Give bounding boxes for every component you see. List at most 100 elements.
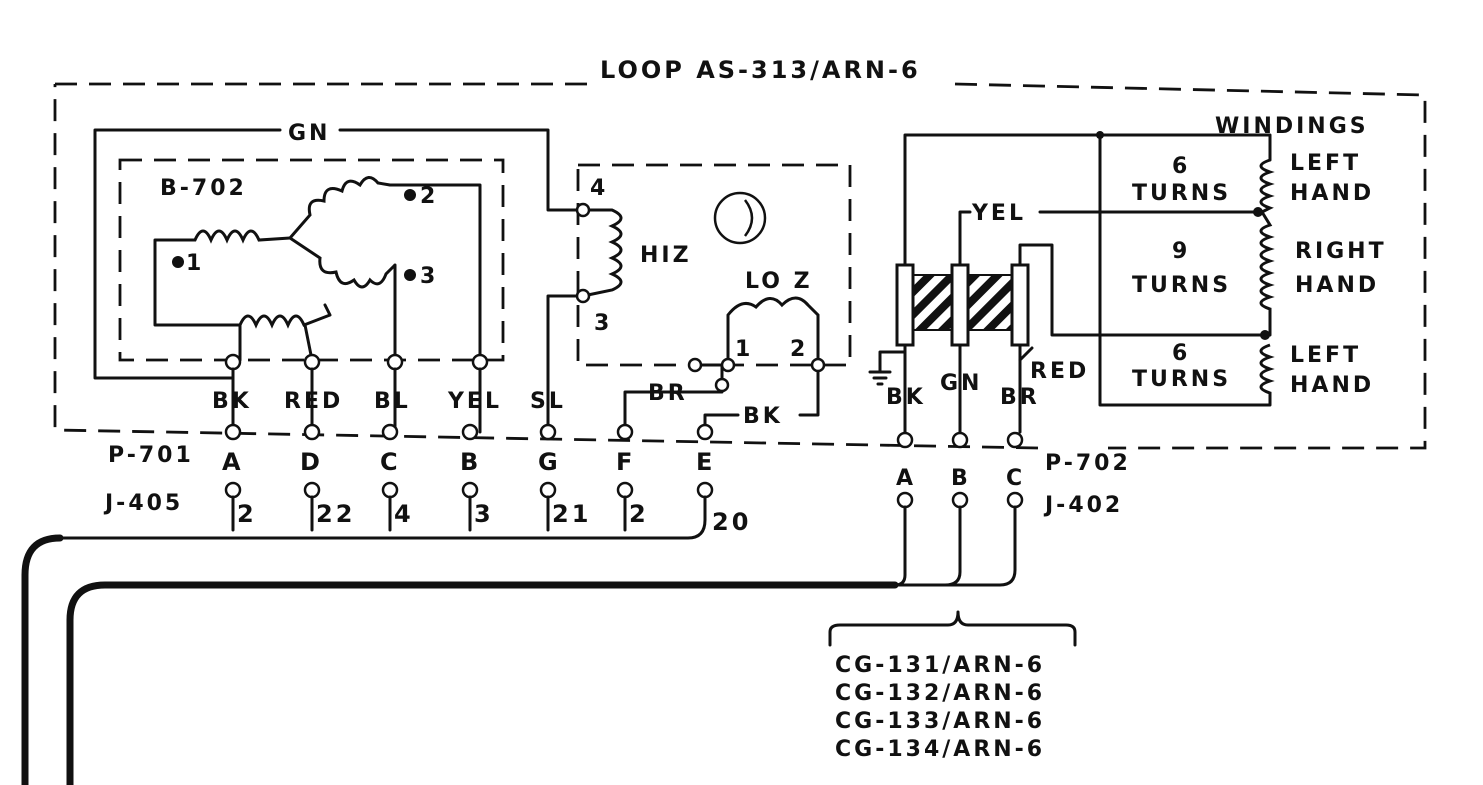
p701-pin-d: D [300, 448, 323, 476]
cable-brace [828, 610, 1077, 647]
winding-coil-top [1259, 158, 1275, 214]
j402-connector [896, 491, 1024, 509]
p701-color-yel: YEL [447, 389, 502, 414]
j405-label: J-405 [103, 491, 183, 516]
p702-pin-circle [951, 431, 969, 449]
wire-bk-label: BK [743, 404, 783, 429]
hiz-pin-4: 4 [590, 176, 608, 201]
winding-frame [903, 133, 1272, 407]
loop-title: LOOP AS-313/ARN-6 [600, 56, 921, 84]
cable-left-outer [21, 534, 64, 785]
slip-ring-bar-1 [895, 263, 915, 347]
loz-label: LO Z [745, 269, 813, 294]
j405-pin-circle [381, 481, 399, 499]
winding-junction-yel [1253, 207, 1263, 217]
loop-enclosure-border [53, 82, 1427, 450]
winding-bot-hand-2: HAND [1290, 373, 1374, 398]
winding-top-unit: TURNS [1132, 181, 1231, 206]
pin-loz-2 [810, 357, 826, 373]
j405-pin-circle [461, 481, 479, 499]
pin-loz-a [687, 357, 703, 373]
p701-pin-circle [616, 423, 634, 441]
j402-label: J-402 [1043, 493, 1123, 518]
cable-item-3: CG-133/ARN-6 [835, 709, 1045, 734]
transformer-symbol [713, 191, 767, 245]
p702-connector [896, 431, 1024, 449]
j405-num-2: 22 [316, 500, 355, 528]
p701-pin-e: E [696, 448, 715, 476]
p702-color-gn: GN [940, 371, 982, 396]
pin-gonio-yel [471, 353, 489, 371]
wire-yel-label: YEL [971, 201, 1026, 226]
j402-pin-circle [1006, 491, 1024, 509]
p701-pin-circle [539, 423, 557, 441]
p701-connector [224, 423, 714, 441]
winding-top-hand-1: LEFT [1290, 151, 1361, 176]
pin-gonio-bl [386, 353, 404, 371]
j405-pin-circle [616, 481, 634, 499]
winding-mid-hand-1: RIGHT [1295, 239, 1387, 264]
p702-pin-circle [1006, 431, 1024, 449]
winding-top-turns: 6 [1172, 154, 1190, 179]
p701-label: P-701 [108, 443, 194, 468]
p702-label: P-702 [1045, 451, 1131, 476]
j405-num-4: 3 [474, 500, 494, 528]
brush-leads [868, 343, 1034, 434]
p702-pin-b: B [951, 466, 971, 491]
phase-3-label: 3 [420, 264, 438, 289]
j402-harness [893, 505, 1017, 587]
p702-color-br: BR [1000, 385, 1040, 410]
wire-red-label: RED [1030, 359, 1089, 384]
p701-pin-g: G [538, 448, 561, 476]
j405-pin-circle [539, 481, 557, 499]
p702-color-bk: BK [886, 385, 926, 410]
p701-color-red: RED [284, 389, 343, 414]
slip-ring-bar-2 [950, 263, 970, 347]
j402-pin-circle [896, 491, 914, 509]
cable-item-4: CG-134/ARN-6 [835, 737, 1045, 762]
p701-pin-f: F [616, 448, 635, 476]
j405-pin-circle [224, 481, 242, 499]
cable-item-1: CG-131/ARN-6 [835, 653, 1045, 678]
hiz-label: HIZ [640, 243, 692, 268]
j405-harness [58, 495, 707, 540]
j405-connector [224, 481, 714, 499]
loz-coil [726, 296, 820, 365]
phase-2-dot [404, 189, 416, 201]
p701-pin-a: A [222, 448, 244, 476]
j405-num-7: 20 [712, 508, 751, 536]
p701-pin-c: C [380, 448, 401, 476]
winding-bot-hand-1: LEFT [1290, 343, 1361, 368]
winding-bot-turns: 6 [1172, 341, 1190, 366]
transformer-box [576, 163, 852, 367]
winding-mid-turns: 9 [1172, 239, 1190, 264]
wire-gn-label: GN [288, 121, 330, 146]
p701-pin-circle [461, 423, 479, 441]
pin-hiz-3 [575, 288, 591, 304]
p701-pin-b: B [460, 448, 481, 476]
loz-pin-1: 1 [735, 337, 753, 362]
slip-ring-bar-3 [1010, 263, 1030, 347]
transformer-symbol-arc [743, 199, 754, 237]
p701-color-bk: BK [212, 389, 252, 414]
j405-num-3: 4 [394, 500, 414, 528]
winding-junction-red [1260, 330, 1270, 340]
winding-mid-unit: TURNS [1132, 273, 1231, 298]
phase-1-label: 1 [186, 251, 204, 276]
winding-coil-bottom [1259, 343, 1275, 395]
phase-2-label: 2 [420, 184, 438, 209]
p701-pin-circle [381, 423, 399, 441]
p702-pin-a: A [896, 466, 916, 491]
j405-num-5: 21 [552, 500, 591, 528]
pin-hiz-4 [575, 202, 591, 218]
j405-num-6: 2 [629, 500, 649, 528]
pin-loz-1 [720, 357, 736, 373]
p701-pin-circle [224, 423, 242, 441]
j405-num-1: 2 [237, 500, 257, 528]
winding-mid-hand-2: HAND [1295, 273, 1379, 298]
hiz-pin-3: 3 [594, 311, 612, 336]
goniometer-label: B-702 [160, 176, 247, 201]
phase-3-dot [404, 269, 416, 281]
winding-junction-top [1096, 131, 1104, 139]
